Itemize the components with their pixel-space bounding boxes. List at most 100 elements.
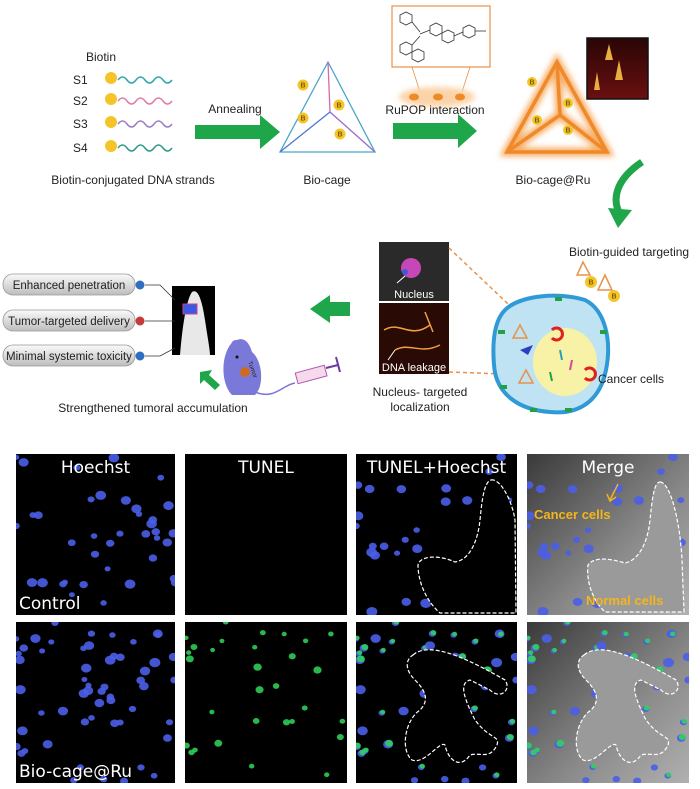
cell-nucleus — [657, 468, 665, 475]
cell-nucleus — [83, 641, 95, 650]
tunel-positive-cell — [527, 635, 531, 641]
tunel-positive-cell — [564, 622, 571, 625]
rupop-interaction-label: RuPOP interaction — [385, 103, 484, 117]
benefit-item: Enhanced penetration — [2, 273, 145, 296]
cell-nucleus — [413, 527, 420, 533]
cell-nucleus — [146, 519, 157, 529]
cell-nucleus — [39, 648, 46, 654]
molecule-structure-icon — [399, 11, 486, 63]
cell-nucleus — [612, 775, 621, 783]
strand-label: S3 — [73, 117, 88, 131]
tunel-positive-cell — [473, 638, 479, 644]
cell-nucleus — [168, 529, 175, 538]
cell-nucleus — [87, 496, 95, 503]
biotin-targeting-label: Biotin-guided targeting — [569, 245, 689, 259]
cell-nucleus — [94, 698, 105, 708]
cell-nucleus — [612, 497, 623, 506]
cell-nucleus — [88, 714, 95, 721]
cell-nucleus — [18, 458, 29, 467]
cell-nucleus — [582, 777, 590, 783]
cell-nucleus — [512, 676, 517, 684]
rupop-chemical-structure-box — [391, 5, 491, 68]
cell-nucleus — [120, 777, 129, 783]
cell-nucleus — [37, 578, 48, 588]
localization-label-line1: Nucleus- targeted — [373, 385, 468, 399]
bullet-dot-icon — [135, 351, 145, 361]
cell-nucleus — [567, 485, 578, 494]
biotin-badge-label: B — [337, 132, 342, 139]
tunel-positive-cell — [494, 772, 500, 778]
cell-nucleus — [128, 705, 137, 713]
cell-nucleus — [366, 607, 378, 615]
tunel-positive-cell — [190, 644, 198, 651]
cell-nucleus — [527, 481, 534, 489]
biotin-badge-icon — [585, 276, 597, 288]
panel-control-tunel-hoechst: TUNEL+Hoechst — [356, 454, 517, 615]
cell-nucleus — [16, 655, 25, 665]
tunel-positive-cell — [209, 709, 215, 715]
cell-nucleus — [149, 657, 161, 668]
tunel-positive-cell — [185, 655, 194, 663]
tunel-positive-cell — [252, 644, 258, 650]
tunel-positive-cell — [601, 630, 608, 636]
tumor-label: Tumor — [246, 361, 257, 379]
cell-nucleus — [162, 538, 172, 547]
cell-nucleus — [163, 501, 174, 511]
tunel-positive-cell — [185, 742, 190, 749]
cell-nucleus — [81, 676, 88, 683]
cell-nucleus — [79, 580, 88, 589]
nucleus-images: Nucleus DNA leakage Nucleus- targeted lo… — [373, 242, 531, 414]
cell-nucleus — [48, 639, 55, 645]
column-header: TUNEL+Hoechst — [366, 458, 507, 478]
dna-leakage-image — [379, 303, 449, 374]
tunel-positive-cell — [272, 683, 280, 689]
cell-nucleus-icon — [533, 328, 597, 396]
tetrahedron-outline — [278, 60, 377, 153]
cell-nucleus — [57, 706, 69, 716]
cell-nucleus — [368, 542, 377, 550]
biotin-badge-label: B — [300, 83, 305, 90]
tunel-positive-cell — [188, 749, 195, 756]
cancer-cells-annotation: Cancer cells — [534, 507, 611, 522]
cell-nucleus — [95, 490, 107, 500]
tunel-positive-cell — [506, 733, 514, 741]
tunel-positive-cell — [281, 631, 287, 637]
panel-bio-cage-ru-merge — [527, 622, 689, 783]
afm-peaks — [594, 44, 623, 90]
tunel-positive-cell — [380, 709, 386, 715]
cell-nucleus — [16, 454, 20, 460]
cell-nucleus — [109, 632, 116, 638]
cell-nucleus — [135, 511, 143, 517]
cell-nucleus — [137, 764, 145, 771]
tunel-positive-cell — [527, 655, 536, 663]
normal-cell-region-outline — [575, 649, 679, 763]
cell-nucleus — [662, 657, 674, 668]
cell-nucleus — [150, 772, 158, 779]
cell-nucleus — [151, 528, 161, 536]
tunel-positive-cell — [359, 749, 366, 756]
cell-nucleus — [17, 749, 26, 757]
row-label: Bio-cage@Ru — [19, 762, 132, 782]
dna-wave — [117, 120, 173, 128]
tunel-positive-cell — [214, 739, 223, 747]
tunel-positive-cell — [472, 705, 478, 711]
tunel-positive-cell — [186, 650, 192, 655]
tunel-positive-cell — [561, 638, 567, 644]
dna-wave — [117, 144, 173, 152]
cell-nucleus — [131, 504, 142, 514]
cell-nucleus — [67, 539, 76, 547]
benefit-label: Tumor-targeted delivery — [8, 316, 130, 328]
cell-nucleus — [356, 685, 366, 695]
tunel-positive-cell — [452, 631, 458, 637]
cell-nucleus — [51, 622, 59, 627]
tunel-positive-cell — [623, 631, 629, 637]
tunel-positive-cell — [528, 650, 534, 655]
annealing-arrow: Annealing — [195, 102, 280, 149]
cell-nucleus — [80, 718, 90, 726]
ru-loaded-tetrahedron — [504, 58, 610, 154]
dna-wave — [117, 97, 173, 105]
benefit-item: Tumor-targeted delivery — [2, 309, 145, 332]
